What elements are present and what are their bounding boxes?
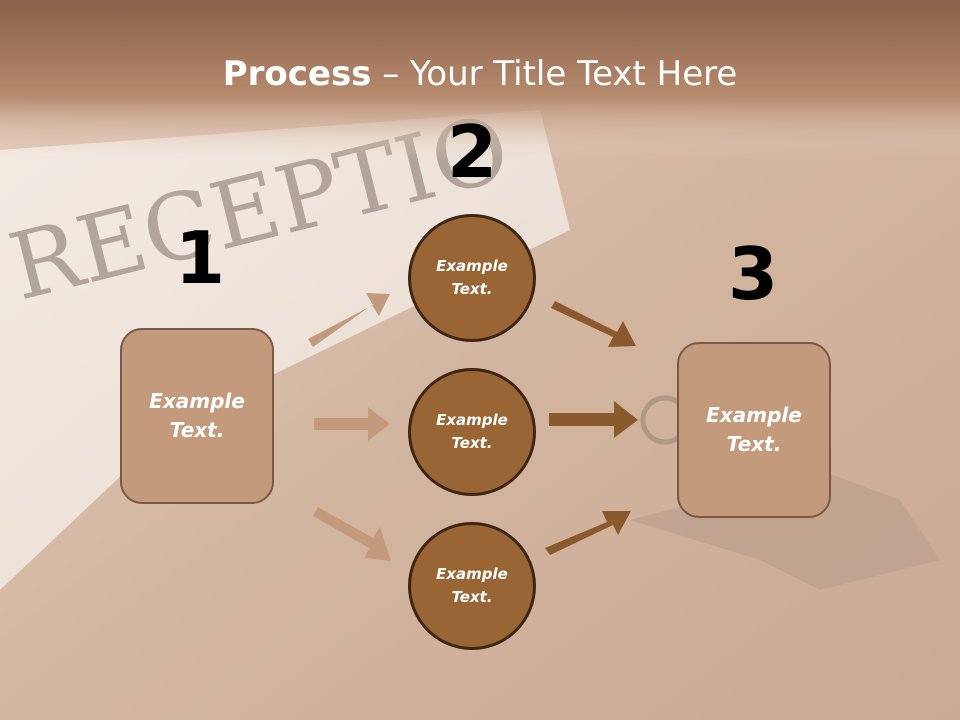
title-bold: Process [222, 54, 372, 94]
arrow-from-bottom-circle [545, 511, 631, 555]
step-number-1: 1 [174, 216, 226, 300]
arrow-from-top-circle [551, 301, 636, 347]
step-number-3: 3 [727, 232, 779, 316]
circle-top-text: Example Text. [436, 257, 508, 298]
step-1-text: Example Text. [149, 389, 245, 442]
arrow-from-middle-circle [549, 401, 638, 438]
step-1-box: Example Text. [120, 328, 274, 504]
circle-bottom: Example Text. [408, 522, 536, 650]
step-3-text: Example Text. [706, 403, 802, 456]
arrow-to-middle-circle [314, 407, 390, 441]
circle-bottom-text: Example Text. [436, 565, 508, 606]
title-rest: – Your Title Text Here [371, 54, 738, 94]
arrow-to-bottom-circle [313, 507, 391, 561]
page-title: Process – Your Title Text Here [0, 52, 960, 96]
step-number-2: 2 [446, 110, 498, 194]
step-3-box: Example Text. [677, 342, 831, 518]
arrow-to-top-circle [308, 293, 390, 347]
circle-top: Example Text. [408, 214, 536, 342]
circle-middle: Example Text. [408, 368, 536, 496]
circle-middle-text: Example Text. [436, 411, 508, 452]
